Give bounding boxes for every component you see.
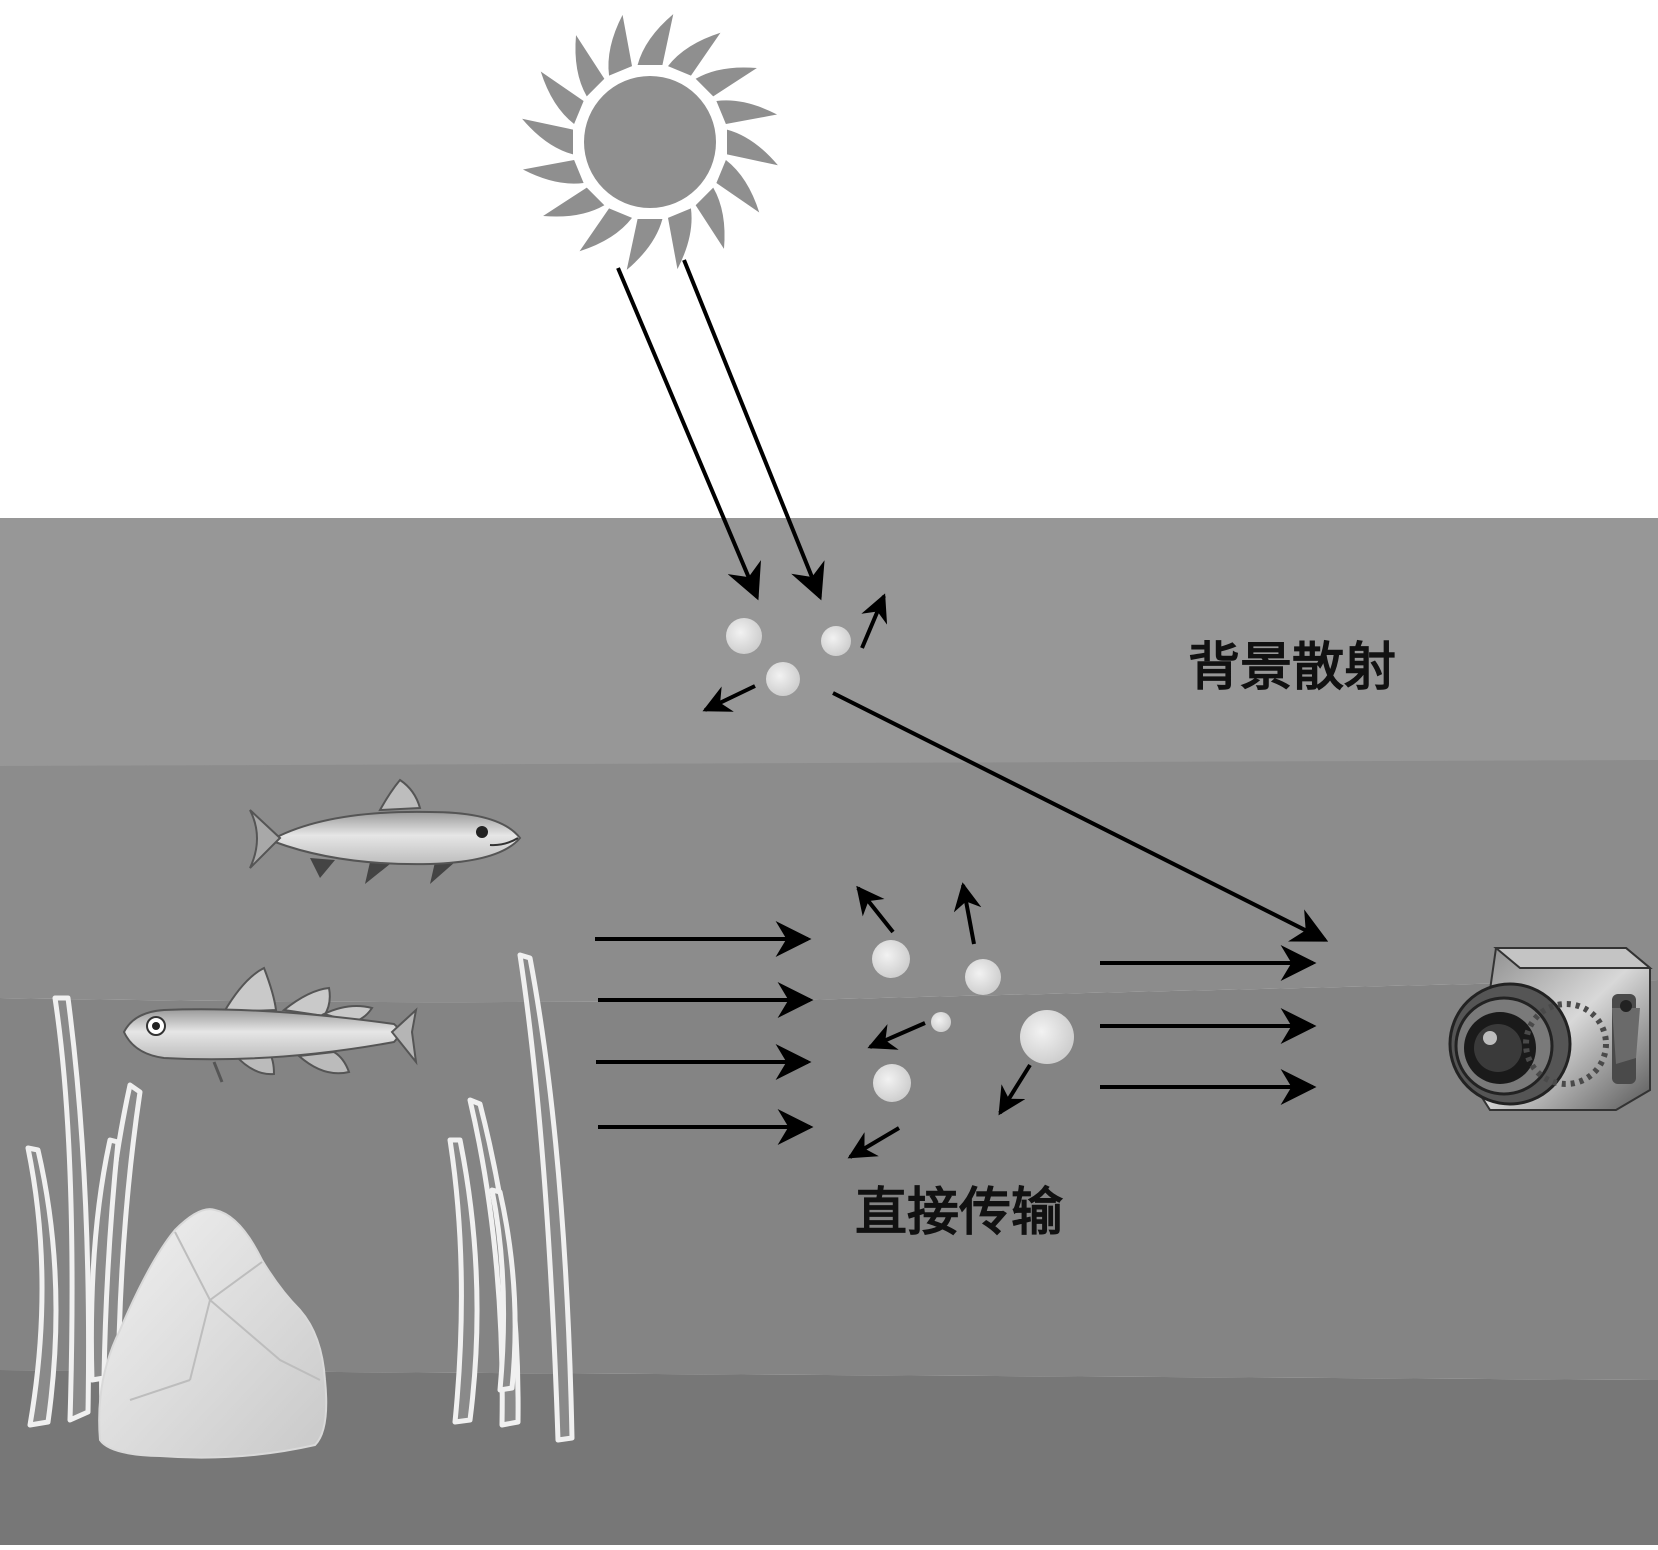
sun-ray: [716, 100, 778, 125]
water-deep-layer: [0, 980, 1658, 1380]
backscatter-ray: [832, 691, 1329, 942]
particle-icon: [726, 618, 762, 654]
particle-icon: [766, 662, 800, 696]
particle-icon: [821, 626, 851, 656]
sunlight-ray-right: [682, 259, 825, 601]
sun-ray: [608, 14, 633, 76]
sun-ray: [667, 208, 692, 270]
particle-icon: [873, 1064, 911, 1102]
sun-ray: [522, 118, 573, 155]
sun-ray: [579, 208, 633, 252]
sun-ray: [522, 159, 584, 184]
sun-core: [584, 76, 716, 208]
sun-ray: [540, 71, 584, 125]
camera-icon: [1448, 947, 1653, 1111]
sun-icon: [522, 14, 778, 270]
sun-ray: [575, 35, 605, 97]
sky: [0, 0, 1658, 520]
direct-transmission-label: 直接传输: [855, 1182, 1064, 1243]
scatter-arrow-group: [847, 882, 1032, 1159]
seaweed-icon: [447, 952, 575, 1443]
particle-icon: [872, 940, 910, 978]
sunlight-ray-left: [616, 267, 761, 601]
scatter-arrow: [702, 684, 756, 712]
water-mid-layer: [0, 760, 1658, 1003]
direct-ray-group-left: [595, 921, 814, 1145]
sun-ray: [637, 14, 674, 65]
sea-floor: [0, 1370, 1658, 1545]
sun-ray: [716, 159, 760, 213]
fish-icon: [122, 966, 418, 1083]
fish-icon: [249, 778, 522, 884]
particle-icon: [1020, 1010, 1074, 1064]
rock-icon: [98, 1208, 328, 1459]
scatter-arrow: [860, 593, 888, 649]
particle-icon: [931, 1012, 951, 1032]
direct-ray-group-right: [1100, 945, 1317, 1105]
particle-icon: [965, 959, 1001, 995]
bottom-border: [0, 1545, 1658, 1550]
sun-ray: [727, 129, 778, 166]
sun-ray: [543, 187, 605, 217]
seaweed-icon: [25, 995, 143, 1428]
sun-ray: [667, 32, 721, 76]
sun-ray: [695, 67, 757, 97]
sun-ray: [695, 187, 725, 249]
background-scatter-label: 背景散射: [1188, 637, 1396, 698]
sun-ray: [626, 219, 663, 270]
